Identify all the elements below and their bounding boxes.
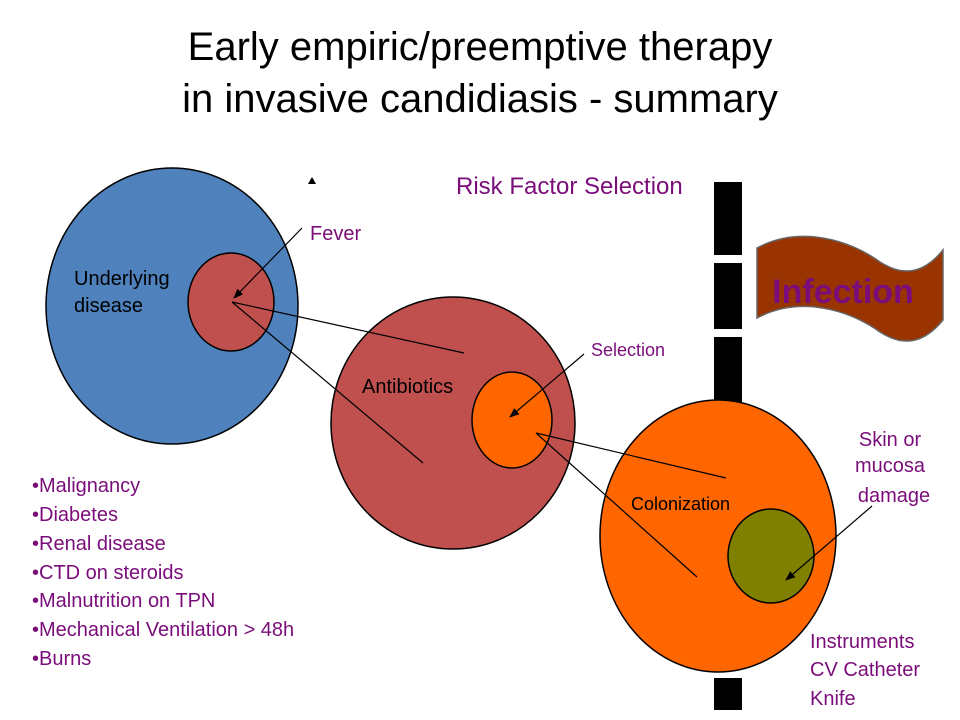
skin-mucosa-label-line-3: damage xyxy=(858,485,930,507)
instruments-item: Instruments xyxy=(810,631,914,653)
infection-flag xyxy=(756,235,944,342)
barrier-segment xyxy=(714,182,742,255)
instruments-list: Instruments CV Catheter Knife xyxy=(810,631,920,710)
colonization-circle xyxy=(599,399,837,673)
risk-factor-list: •Malignancy •Diabetes •Renal disease •CT… xyxy=(32,475,294,670)
fever-label: Fever xyxy=(310,223,361,245)
risk-list-item: •Malignancy xyxy=(32,475,140,497)
selection-label: Selection xyxy=(591,340,665,360)
small-triangle-marker xyxy=(308,177,316,184)
barrier xyxy=(714,182,742,710)
underlying-disease-label-line-2: disease xyxy=(74,295,143,317)
fever-arrow xyxy=(233,227,303,299)
skin-mucosa-label-line-2: mucosa xyxy=(855,455,926,477)
barrier-segment xyxy=(714,263,742,329)
skin-mucosa-label-line-1: Skin or xyxy=(859,429,922,451)
colonization-label: Colonization xyxy=(631,494,730,514)
fever-circle xyxy=(187,252,275,352)
risk-list-item: •Mechanical Ventilation > 48h xyxy=(32,619,294,641)
slide-title-line-1: Early empiric/preemptive therapy xyxy=(188,25,773,69)
connector-line xyxy=(231,301,465,354)
skin-mucosa-damage-circle xyxy=(727,508,815,604)
risk-factor-selection-label: Risk Factor Selection xyxy=(456,173,683,200)
infection-flag-label: Infection xyxy=(772,273,914,311)
barrier-segment xyxy=(714,678,742,710)
connector-line xyxy=(231,301,424,464)
risk-list-item: •Burns xyxy=(32,648,91,670)
risk-list-item: •Malnutrition on TPN xyxy=(32,590,215,612)
risk-list-item: •Diabetes xyxy=(32,504,118,526)
underlying-disease-circle xyxy=(45,167,299,445)
antibiotics-circle xyxy=(330,296,576,550)
risk-list-item: •CTD on steroids xyxy=(32,562,184,584)
instruments-item: CV Catheter xyxy=(810,659,920,681)
barrier-segment xyxy=(714,337,742,403)
skin-mucosa-arrow xyxy=(785,505,873,581)
selection-circle xyxy=(471,371,553,469)
underlying-disease-label-line-1: Underlying xyxy=(74,268,170,290)
connector-line xyxy=(535,432,727,479)
antibiotics-label: Antibiotics xyxy=(362,376,453,398)
risk-list-item: •Renal disease xyxy=(32,533,166,555)
slide-title-line-2: in invasive candidiasis - summary xyxy=(182,77,778,121)
instruments-item: Knife xyxy=(810,688,856,710)
connector-line xyxy=(535,432,698,578)
selection-arrow xyxy=(509,353,585,418)
